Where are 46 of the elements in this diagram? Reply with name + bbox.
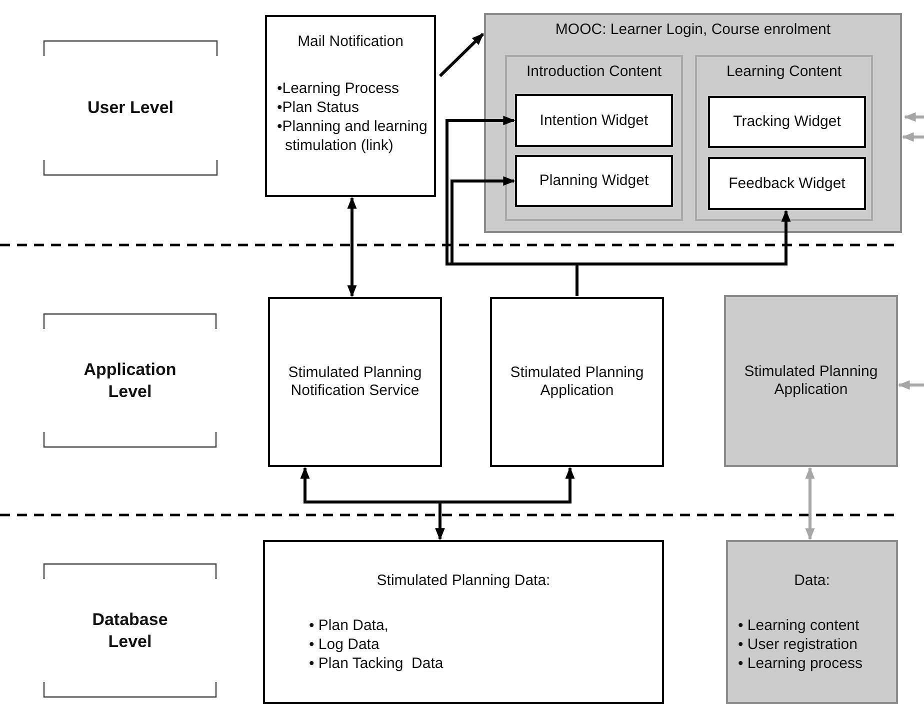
process-box (724, 295, 898, 467)
box-title: Stimulated Planning Data: (376, 572, 552, 590)
container-box (484, 13, 902, 233)
process-box (515, 94, 673, 147)
arrow (438, 32, 484, 78)
list-box (263, 540, 664, 704)
level-label: Database Level (91, 608, 169, 652)
bullet-item: • Learning process (738, 654, 864, 673)
arrow (435, 466, 575, 540)
arrow (904, 112, 924, 122)
box-label: Stimulated Planning Application (743, 363, 879, 399)
list-box (265, 15, 436, 197)
group-title: MOOC: Learner Login, Course enrolment (554, 21, 832, 39)
arrow (576, 210, 791, 296)
container-box (505, 55, 683, 221)
bullet-item: • Plan Tacking Data (309, 654, 444, 673)
group-title: Introduction Content (525, 63, 663, 81)
bullet-item: •Planning and learning stimulation (link) (277, 117, 428, 155)
box-label: Feedback Widget (728, 174, 846, 192)
process-box (268, 297, 442, 467)
level-label: Application Level (82, 358, 178, 402)
arrow (805, 466, 815, 540)
box-label: Intention Widget (538, 112, 650, 130)
arrow (902, 132, 924, 142)
group-title: Learning Content (725, 63, 843, 81)
box-label: Stimulated Planning Application (509, 364, 645, 400)
bullet-item: •Plan Status (277, 98, 360, 117)
box-title: Mail Notification (296, 33, 404, 51)
level-label: User Level (86, 97, 174, 119)
bullet-item: • Log Data (309, 635, 380, 654)
process-box (708, 157, 866, 210)
container-box (695, 55, 873, 221)
arrow (898, 380, 924, 390)
box-label: Planning Widget (538, 172, 650, 190)
bullet-item: • Plan Data, (309, 616, 390, 635)
list-box (726, 540, 898, 704)
process-box (708, 96, 866, 148)
box-label: Stimulated Planning Notification Service (287, 364, 423, 400)
box-label: Tracking Widget (732, 113, 842, 131)
process-box (515, 155, 673, 207)
bullet-item: • Learning content (738, 616, 860, 635)
bullet-item: •Learning Process (277, 79, 400, 98)
box-title: Data: (793, 572, 831, 590)
bullet-item: • User registration (738, 635, 858, 654)
arrow (347, 196, 357, 298)
process-box (490, 297, 664, 467)
